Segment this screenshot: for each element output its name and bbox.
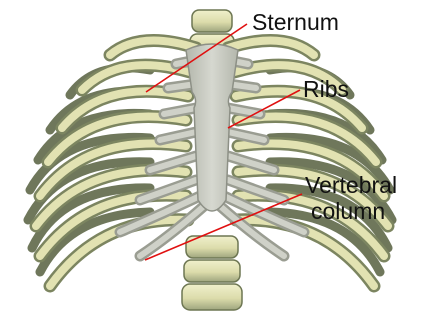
ribs-label: Ribs bbox=[303, 76, 349, 102]
vertebral-column-label-line2: column bbox=[311, 198, 385, 224]
vertebral-column-label-line1: Vertebral bbox=[305, 172, 397, 198]
sternum-label: Sternum bbox=[252, 9, 339, 35]
